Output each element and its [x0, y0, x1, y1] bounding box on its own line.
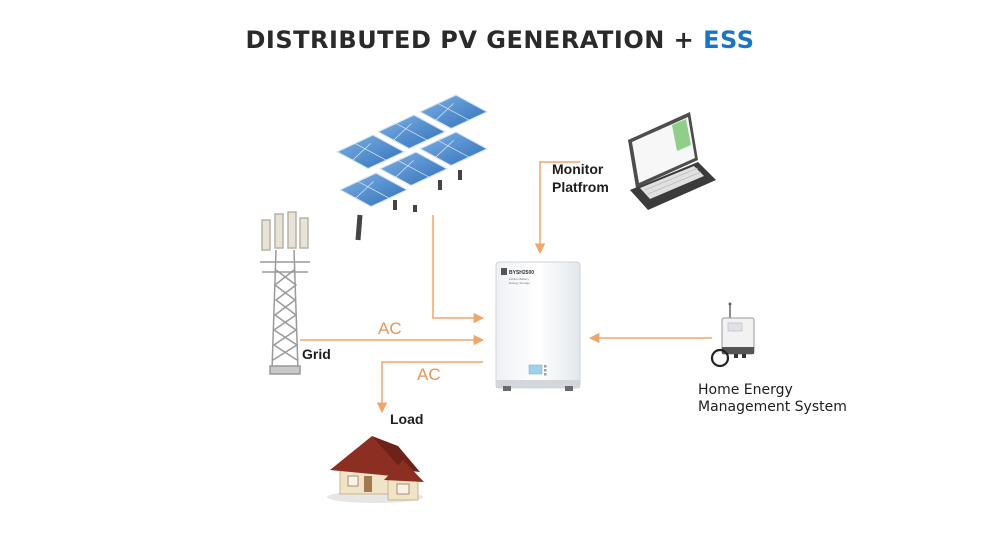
battery-ess-icon: BYSH2500 Lithium Battery Energy Storage [495, 261, 581, 391]
labels: Monitor Platfrom AC Grid AC Load Home En… [302, 161, 847, 427]
laptop-icon [628, 112, 716, 210]
hems-label-line2: Management System [698, 399, 847, 415]
monitor-line [534, 161, 580, 255]
title-main: DISTRIBUTED PV GENERATION + [245, 26, 704, 54]
ac-label-top: AC [378, 319, 402, 338]
battery-model: BYSH2500 [509, 270, 534, 276]
hems-device-icon [710, 302, 755, 368]
connection-lines [300, 161, 712, 414]
transmission-tower-icon [260, 211, 310, 375]
pv-line [432, 215, 485, 324]
ac-label-bottom: AC [417, 365, 441, 384]
solar-array-icon [336, 94, 488, 241]
battery-subtitle-2: Energy Storage [509, 281, 530, 285]
house-icon [327, 436, 424, 503]
monitor-label-line1: Monitor [552, 161, 604, 177]
grid-label: Grid [302, 346, 331, 362]
battery-display [528, 364, 543, 375]
battery-subtitle-1: Lithium Battery [509, 277, 530, 281]
monitor-label-line2: Platfrom [552, 179, 609, 195]
load-line [376, 361, 483, 414]
load-label: Load [390, 411, 423, 427]
diagram-title: DISTRIBUTED PV GENERATION + ESS [0, 26, 1000, 54]
title-accent: ESS [703, 26, 755, 54]
hems-label-line1: Home Energy [698, 382, 793, 398]
